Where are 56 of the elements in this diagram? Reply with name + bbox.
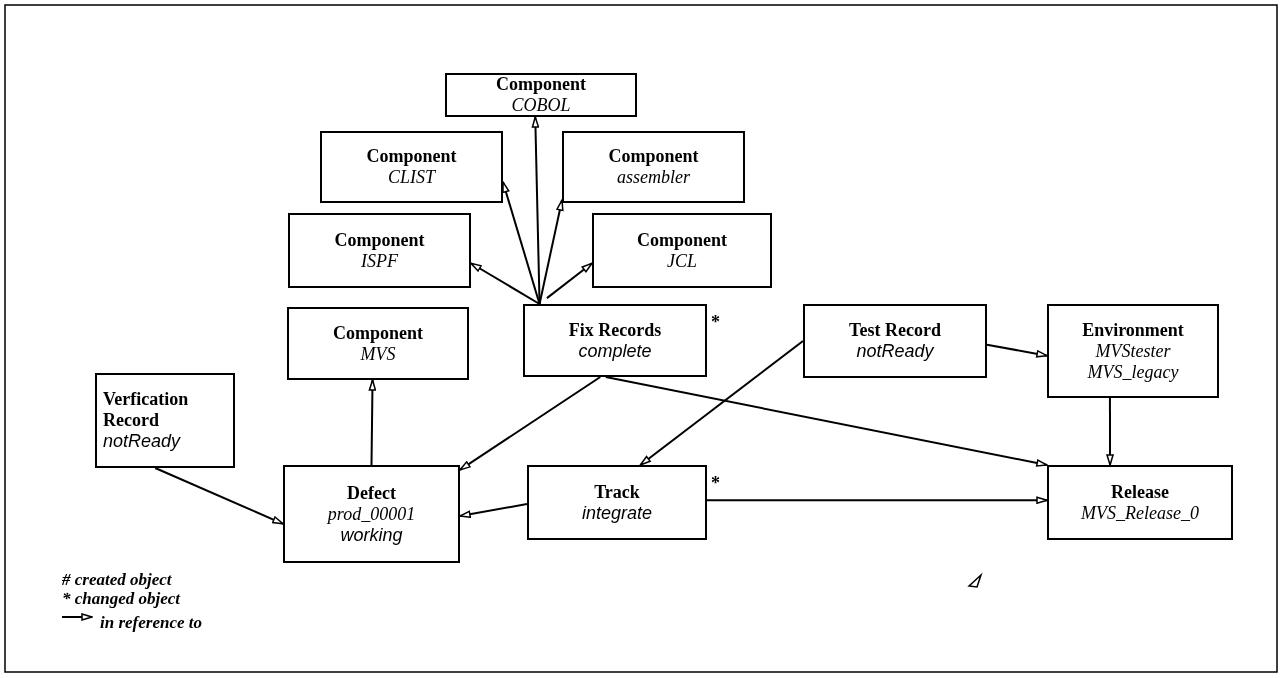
object-type: Component [608,146,699,167]
object-type: Environment [1082,319,1184,341]
object-type: Component [334,229,425,251]
object-type: Test Record [849,320,941,341]
object-state: working [340,524,403,546]
reference-arrow [986,343,1048,358]
object-type: Component [637,229,727,251]
legend-note: # created object [62,570,172,590]
object-box [562,131,745,203]
object-state: complete [578,340,652,362]
object-box [1047,304,1219,398]
reference-arrow [604,376,1048,467]
object-name: COBOL [511,95,571,116]
object-name: JCL [667,250,697,272]
change-mark: * [711,312,720,333]
object-name: MVS_Release_0 [1081,502,1199,524]
object-box [1047,465,1233,540]
reference-arrow [545,262,593,300]
change-mark: * [711,473,720,494]
object-state: notReady [103,431,181,452]
reference-arrow [368,379,377,466]
object-type: Defect [347,482,396,504]
reference-arrow [459,503,528,518]
object-state: integrate [581,502,653,524]
reference-arrow [538,199,564,305]
object-type: Component [496,74,586,95]
object-type: Release [1111,481,1169,503]
object-name: MVS [360,343,396,365]
object-box [592,213,772,288]
reference-arrow [639,340,804,466]
object-box [288,213,471,288]
reference-arrow [470,262,541,305]
reference-arrow [459,376,602,471]
object-name: prod_00001 [327,503,416,525]
object-name: MVS_legacy [1087,361,1179,383]
object-box [287,307,469,380]
object-box [283,465,460,563]
object-name: assembler [617,167,690,188]
legend-text: in reference to [100,613,202,633]
object-type: Track [594,481,640,503]
reference-arrow [1106,397,1114,466]
reference-arrow [706,496,1048,504]
reference-arrow [502,181,541,305]
object-name: MVStester [1095,340,1171,362]
object-box [95,373,235,468]
object-type: Fix Records [568,319,662,341]
object-state: notReady [856,341,934,362]
legend-note: * changed object [62,589,181,609]
object-name: CLIST [388,167,435,188]
object-name: ISPF [361,250,398,272]
object-box [320,131,503,203]
reference-arrow [154,467,284,525]
object-type: Component [366,146,457,167]
object-box [445,73,637,117]
object-type: Component [333,322,423,344]
object-box [803,304,987,378]
